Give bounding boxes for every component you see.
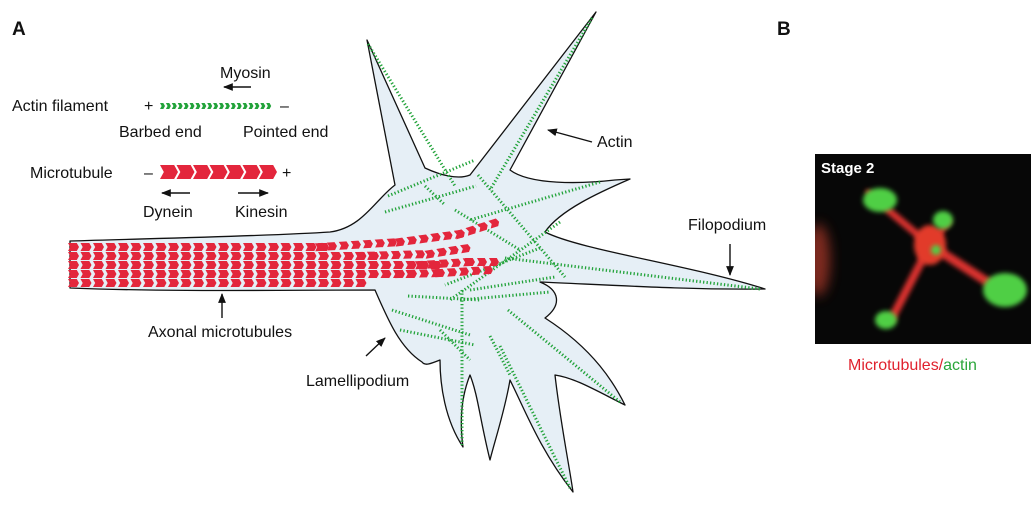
actin-legend-subunit [237,103,242,109]
microtubule-legend-subunit [259,165,277,179]
microtubule-legend-subunit [210,165,228,179]
caption-actin: actin [943,357,977,374]
microtubule-legend-subunit [160,165,178,179]
actin-legend-subunit [249,103,254,109]
dynein-label: Dynein [143,204,193,221]
actin-legend-subunit [195,103,200,109]
fluorescence-micrograph: Stage 2 [806,154,1031,344]
actin-legend-subunit [243,103,248,109]
actin-legend-subunit [166,103,171,109]
actin-legend-subunit [160,103,165,109]
microtubule-legend-subunit [193,165,211,179]
actin-legend-subunit [213,103,218,109]
filopodium-label: Filopodium [688,217,766,234]
panel-a-label: A [12,19,26,40]
lamellipodium-label: Lamellipodium [306,373,409,390]
micrograph-caption: Microtubules/actin [848,357,977,374]
actin-legend-subunit [225,103,230,109]
barbed-end-label: Barbed end [119,124,202,141]
actin-label: Actin [597,134,633,151]
actin-filament-label: Actin filament [12,98,109,115]
microtubule-legend-subunit [177,165,195,179]
myosin-label: Myosin [220,65,271,82]
stage-label: Stage 2 [821,160,874,177]
panel-b-label: B [777,19,791,40]
actin-legend-subunit [184,103,189,109]
microtubule-glyph [160,165,277,179]
actin-legend-subunit [190,103,195,109]
microtubule-legend-subunit [226,165,244,179]
actin-legend-subunit [266,103,271,109]
lamellipodium-pointer-arrow [366,338,385,356]
kinesin-label: Kinesin [235,204,287,221]
actin-filament-glyph [160,103,271,109]
actin-legend-subunit [260,103,265,109]
actin-legend-subunit [178,103,183,109]
actin-minus-sign: – [280,98,289,115]
pointed-end-label: Pointed end [243,124,328,141]
microtubule-legend-subunit [243,165,261,179]
actin-legend-subunit [172,103,177,109]
actin-legend-subunit [201,103,206,109]
microtubule-minus-sign: – [144,165,153,182]
caption-microtubules: Microtubules [848,357,939,374]
actin-legend-subunit [207,103,212,109]
actin-pointer-arrow [548,130,592,142]
actin-plus-sign: + [144,98,153,115]
actin-legend-subunit [254,103,259,109]
axonal-microtubules-label: Axonal microtubules [148,324,292,341]
actin-legend-subunit [231,103,236,109]
microtubule-plus-sign: + [282,165,291,182]
microtubule-label: Microtubule [30,165,113,182]
actin-legend-subunit [219,103,224,109]
